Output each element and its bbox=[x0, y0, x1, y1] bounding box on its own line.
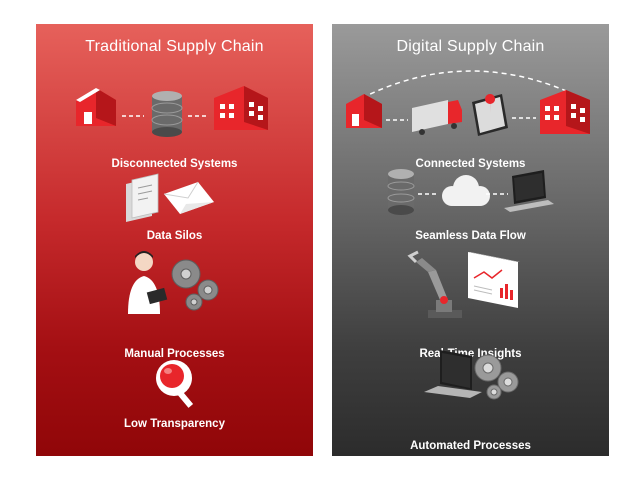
gears-icon bbox=[171, 259, 219, 311]
real-time-insights-illustration bbox=[407, 250, 520, 318]
data-silos-label: Data Silos bbox=[146, 230, 203, 242]
folder-icon bbox=[126, 173, 159, 222]
seamless-data-flow-item: Seamless Data Flow bbox=[332, 160, 609, 260]
gears-icon bbox=[474, 354, 519, 400]
laptop-icon bbox=[424, 350, 482, 398]
automated-processes-illustration bbox=[424, 350, 519, 400]
automated-processes-item: Automated Processes bbox=[332, 340, 609, 452]
traditional-supply-chain-panel: Traditional Supply Chain bbox=[36, 24, 313, 456]
disconnected-systems-illustration bbox=[76, 86, 268, 137]
digital-supply-chain-panel: Digital Supply Chain bbox=[332, 24, 609, 456]
manual-processes-illustration bbox=[128, 251, 219, 314]
low-transparency-illustration bbox=[156, 360, 194, 408]
data-silos-item: Data Silos bbox=[36, 164, 313, 264]
low-transparency-item: Low Transparency bbox=[36, 354, 313, 444]
manual-processes-item: Manual Processes bbox=[36, 244, 313, 360]
traditional-panel-title: Traditional Supply Chain bbox=[85, 38, 264, 55]
automated-processes-label: Automated Processes bbox=[410, 440, 531, 452]
dashboard-screen-icon bbox=[468, 252, 520, 308]
robot-arm-icon bbox=[407, 250, 462, 318]
tablet-map-icon bbox=[472, 94, 508, 136]
database-icon bbox=[387, 169, 415, 215]
laptop-icon bbox=[504, 170, 554, 212]
seamless-data-flow-label: Seamless Data Flow bbox=[415, 230, 526, 242]
connected-systems-label: Connected Systems bbox=[415, 158, 526, 170]
connected-systems-item: Connected Systems bbox=[332, 54, 609, 170]
digital-panel-title: Digital Supply Chain bbox=[396, 38, 545, 55]
envelope-icon bbox=[163, 181, 214, 214]
warehouse-icon bbox=[76, 88, 116, 126]
office-building-icon bbox=[540, 90, 590, 134]
connected-systems-illustration bbox=[346, 70, 590, 136]
real-time-insights-item: Real-Time Insights bbox=[332, 246, 609, 360]
magnifying-glass-icon bbox=[156, 360, 194, 408]
disconnected-systems-label: Disconnected Systems bbox=[111, 158, 238, 170]
manual-processes-label: Manual Processes bbox=[124, 348, 225, 360]
cloud-icon bbox=[442, 175, 490, 206]
person-icon bbox=[128, 251, 168, 314]
truck-icon bbox=[412, 100, 462, 135]
database-icon bbox=[151, 91, 183, 137]
warehouse-icon bbox=[346, 94, 382, 128]
low-transparency-label: Low Transparency bbox=[124, 418, 225, 430]
office-building-icon bbox=[214, 86, 268, 130]
data-silos-illustration bbox=[126, 173, 214, 222]
seamless-data-flow-illustration bbox=[387, 169, 554, 215]
disconnected-systems-item: Disconnected Systems bbox=[36, 68, 313, 170]
